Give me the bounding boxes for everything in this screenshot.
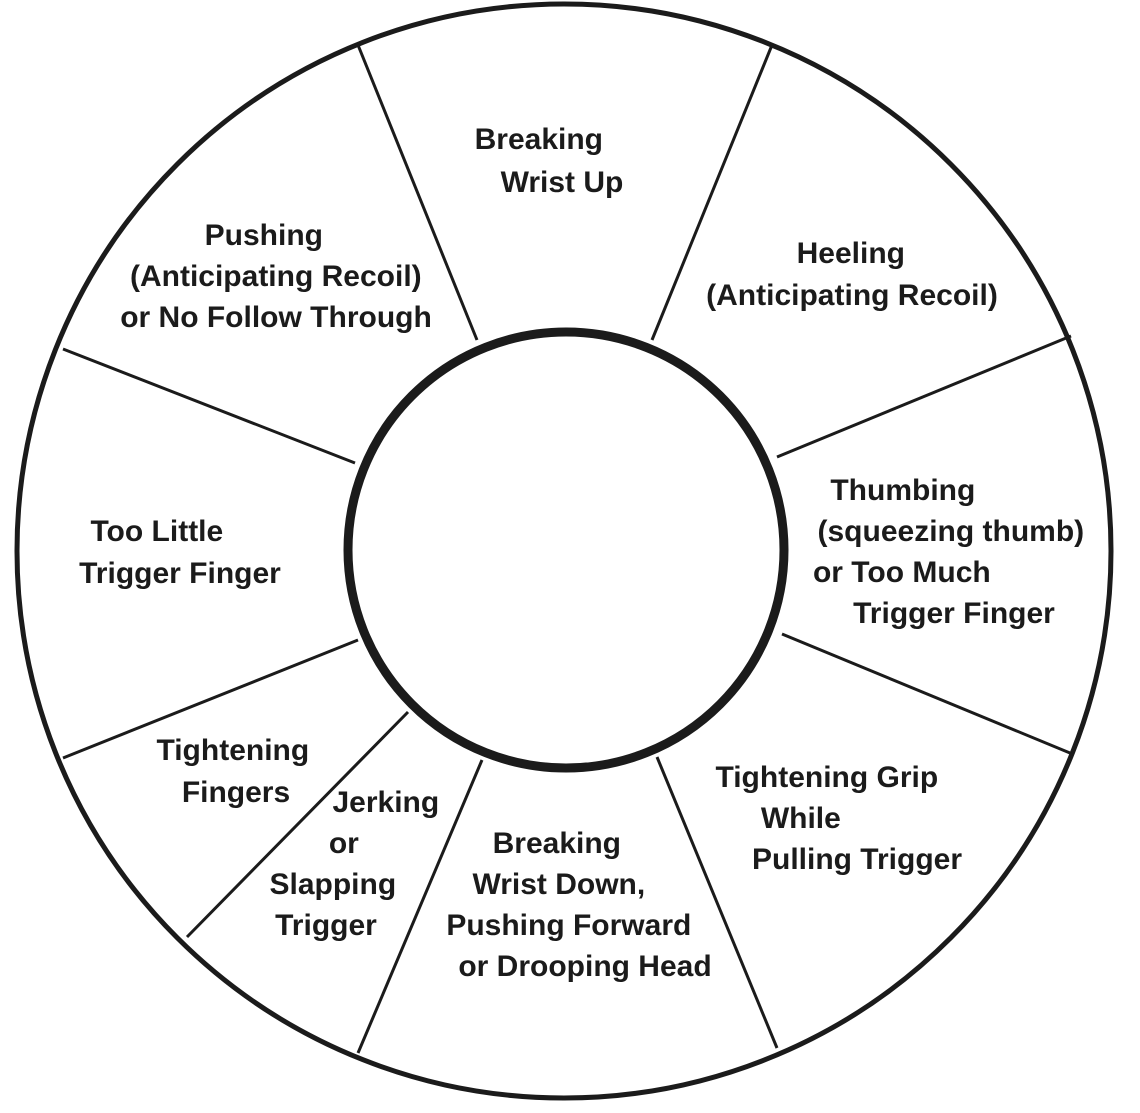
label-line: Trigger — [275, 909, 377, 942]
label-line: Wrist Down, — [472, 868, 645, 901]
label-line: Trigger Finger — [79, 557, 281, 590]
label-line: Slapping — [269, 868, 396, 901]
segment-label-tightening-fingers: Tightening Fingers — [156, 734, 317, 809]
segment-label-heeling: Heeling (Anticipating Recoil) — [706, 237, 998, 312]
label-line: Heeling — [797, 237, 905, 270]
label-line: Fingers — [182, 776, 290, 809]
label-line: Pulling Trigger — [752, 843, 962, 876]
label-line: Pushing Forward — [446, 909, 691, 942]
label-line: Breaking — [475, 123, 603, 156]
label-line: Pushing — [205, 219, 323, 252]
label-line: Wrist Up — [501, 166, 624, 199]
label-line: (squeezing thumb) — [818, 515, 1085, 548]
label-line: While — [761, 802, 841, 835]
label-line: or Drooping Head — [458, 950, 711, 983]
segment-label-pushing: Pushing (Anticipating Recoil) or No Foll… — [120, 219, 432, 334]
label-line: Too Little — [90, 515, 223, 548]
divider-line — [185, 710, 410, 939]
segment-label-breaking-wrist-down: Breaking Wrist Down, Pushing Forward or … — [446, 827, 711, 983]
label-line: Trigger Finger — [853, 597, 1055, 630]
label-line: Thumbing — [830, 474, 975, 507]
label-line: Tightening — [156, 734, 309, 767]
segment-label-thumbing: Thumbing (squeezing thumb) or Too Much T… — [813, 474, 1093, 630]
label-line: Tightening Grip — [715, 761, 938, 794]
divider-line — [356, 759, 484, 1054]
label-line: (Anticipating Recoil) — [130, 260, 422, 293]
divider-line — [650, 44, 774, 341]
label-line: (Anticipating Recoil) — [706, 279, 998, 312]
label-line: or No Follow Through — [120, 301, 432, 334]
label-line: or — [329, 827, 359, 860]
outer-ring — [14, 1, 1114, 1101]
label-line: Jerking — [332, 786, 439, 819]
label-line: or Too Much — [813, 556, 991, 589]
divider-line — [62, 638, 359, 760]
divider-line — [781, 632, 1071, 755]
inner-hub — [343, 327, 789, 773]
divider-line — [62, 347, 356, 465]
segment-label-tightening-grip: Tightening Grip While Pulling Trigger — [715, 761, 962, 876]
divider-line — [655, 756, 779, 1049]
segment-label-jerking: Jerking or Slapping Trigger — [269, 786, 447, 942]
divider-line — [356, 44, 479, 341]
segment-label-too-little-trigger-finger: Too Little Trigger Finger — [79, 515, 281, 590]
segment-label-breaking-wrist-up: Breaking Wrist Up — [475, 123, 624, 199]
divider-line — [776, 334, 1072, 459]
label-line: Breaking — [493, 827, 621, 860]
